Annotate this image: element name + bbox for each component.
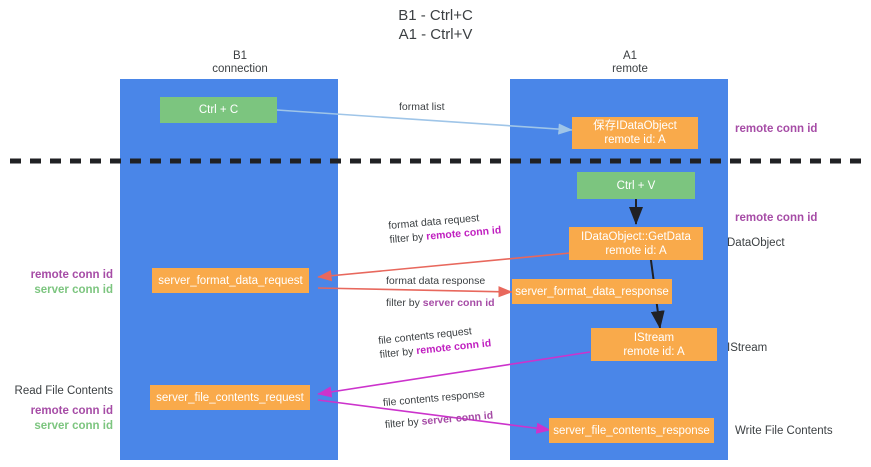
annotation-dataobject-text: DataObject [727, 237, 785, 249]
node-istream[interactable]: IStream remote id: A [591, 328, 717, 361]
node-ctrl-v-label: Ctrl + V [616, 179, 656, 192]
node-ctrl-c[interactable]: Ctrl + C [160, 97, 277, 123]
node-istream-label: IStream [633, 331, 675, 344]
annotation-read-file-contents: Read File Contents remote conn id server… [0, 384, 113, 434]
edge-label-format-list-line1: format list [399, 101, 445, 113]
filter-by-text: filter by [384, 415, 423, 431]
annotation-read-file-contents-title: Read File Contents [14, 385, 113, 397]
annotation-remote-conn-id-middle: remote conn id [735, 211, 817, 226]
node-server-file-contents-response-label: server_file_contents_response [553, 424, 710, 437]
annotation-read-file-contents-server: server conn id [34, 420, 113, 432]
filter-key-server-conn-id: server conn id [421, 409, 494, 428]
filter-key-server-conn-id: server conn id [422, 297, 495, 309]
filter-by-text: filter by [389, 230, 427, 246]
annotation-write-file-contents: Write File Contents [735, 424, 833, 439]
node-server-format-data-request-label: server_format_data_request [158, 274, 303, 287]
node-server-format-data-response-label: server_format_data_response [515, 285, 669, 298]
column-b1-name: B1 [232, 50, 248, 62]
edge-label-file-contents-response: file contents response filter by server … [382, 387, 494, 432]
edge-label-file-contents-response-line1: file contents response [382, 388, 486, 410]
title-line-2: A1 - Ctrl+V [398, 26, 473, 43]
node-server-format-data-response[interactable]: server_format_data_response [512, 279, 672, 304]
annotation-remote-conn-id-top: remote conn id [735, 122, 817, 137]
title-line-1: B1 - Ctrl+C [398, 7, 473, 24]
node-ctrl-v[interactable]: Ctrl + V [577, 172, 695, 199]
node-server-file-contents-request[interactable]: server_file_contents_request [150, 385, 310, 410]
annotation-conn-ids-format-remote: remote conn id [30, 269, 113, 281]
annotation-conn-ids-format: remote conn id server conn id [0, 268, 113, 298]
filter-by-text: filter by [386, 297, 423, 309]
edge-label-format-list: format list [399, 100, 445, 114]
edge-label-file-contents-request: file contents request filter by remote c… [378, 322, 492, 362]
node-istream-sub: remote id: A [623, 345, 685, 358]
column-header-a1: A1 remote [540, 50, 720, 76]
page-title: B1 - Ctrl+C A1 - Ctrl+V [0, 6, 871, 44]
edge-label-format-data-request: format data request filter by remote con… [388, 209, 502, 247]
edge-label-format-data-response: format data response filter by server co… [386, 274, 495, 310]
annotation-conn-ids-format-server: server conn id [34, 284, 113, 296]
column-a1-name: A1 [622, 50, 638, 62]
annotation-remote-conn-id-middle-text: remote conn id [735, 212, 818, 224]
node-save-idataobject-sub: remote id: A [604, 134, 666, 146]
filter-by-text: filter by [379, 345, 417, 361]
annotation-istream: IStream [727, 341, 767, 356]
edge-label-file-contents-response-line2: filter by server conn id [384, 409, 493, 432]
edge-label-format-data-response-line2: filter by server conn id [386, 296, 495, 310]
annotation-remote-conn-id-top-text: remote conn id [735, 123, 818, 135]
column-a1-role: remote [612, 63, 648, 75]
column-header-b1: B1 connection [150, 50, 330, 76]
column-b1-role: connection [212, 63, 268, 75]
node-ctrl-c-label: Ctrl + C [198, 104, 239, 116]
node-idataobject-getdata-label: IDataObject::GetData [581, 230, 691, 243]
annotation-istream-text: IStream [727, 342, 768, 354]
annotation-read-file-contents-remote: remote conn id [30, 405, 113, 417]
node-server-format-data-request[interactable]: server_format_data_request [152, 268, 309, 293]
node-save-idataobject[interactable]: 保存IDataObject remote id: A [572, 117, 698, 149]
node-server-file-contents-request-label: server_file_contents_request [156, 391, 304, 404]
edge-label-format-data-response-line1: format data response [386, 275, 486, 287]
annotation-write-file-contents-text: Write File Contents [735, 425, 833, 437]
node-server-file-contents-response[interactable]: server_file_contents_response [549, 418, 714, 443]
node-save-idataobject-label: 保存IDataObject [593, 120, 677, 132]
annotation-dataobject: DataObject [727, 236, 785, 251]
